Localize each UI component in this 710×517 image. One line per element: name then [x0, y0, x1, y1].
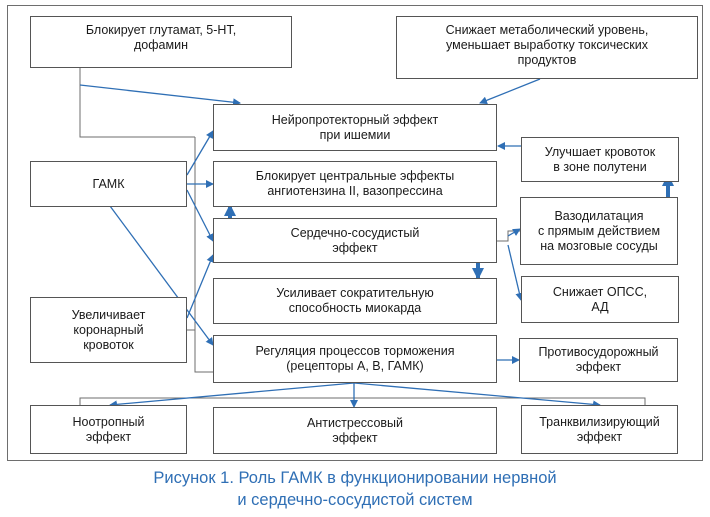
box-inhibition: Регуляция процессов торможения (рецептор…: [213, 335, 497, 383]
arrow-glutamate-neuro: [79, 84, 241, 107]
arrow-cardio-opss: [507, 244, 524, 301]
connector-left-bus: [194, 137, 215, 373]
box-contractility: Усиливает сократительную способность мио…: [213, 278, 497, 324]
caption-line-2: и сердечно-сосудистой систем: [237, 491, 473, 509]
connector-glutamate-bus: [79, 67, 195, 138]
arrow-to-tranquilizing: [353, 382, 601, 409]
arrow-cardio-vasodilation: [507, 228, 521, 237]
caption-line-1: Рисунок 1. Роль ГАМК в функционировании …: [153, 469, 557, 487]
box-opss: Снижает ОПСС, АД: [521, 276, 679, 323]
arrow-coronary-cardio: [186, 254, 215, 319]
arrow-gaba-inhibition: [109, 205, 214, 346]
arrow-to-nootropic: [109, 382, 355, 409]
box-coronary: Увеличивает коронарный кровоток: [30, 297, 187, 363]
box-cardiovascular: Сердечно-сосудистый эффект: [213, 218, 497, 263]
box-gaba: ГАМК: [30, 161, 187, 207]
box-angiotensin: Блокирует центральные эффекты ангиотензи…: [213, 161, 497, 207]
box-antistress: Антистрессовый эффект: [213, 407, 497, 454]
arrow-gaba-cardio: [186, 189, 214, 242]
box-metabolic: Снижает метаболический уровень, уменьшае…: [396, 16, 698, 79]
box-glutamate: Блокирует глутамат, 5-НТ, дофамин: [30, 16, 292, 68]
box-vasodilation: Вазодилатация с прямым действием на мозг…: [520, 197, 678, 265]
box-blood-flow: Улучшает кровоток в зоне полутени: [521, 137, 679, 182]
box-neuroprotective: Нейропротекторный эффект при ишемии: [213, 104, 497, 151]
arrow-gaba-neuro: [186, 130, 214, 176]
diagram-frame: [7, 5, 703, 461]
connector-bottom-bus: [79, 397, 646, 405]
figure-caption: Рисунок 1. Роль ГАМК в функционировании …: [0, 467, 710, 511]
box-tranquilizing: Транквилизирующий эффект: [521, 405, 678, 454]
box-anticonvulsant: Противосудорожный эффект: [519, 338, 678, 382]
arrow-metabolic-neuro: [479, 78, 541, 105]
box-nootropic: Ноотропный эффект: [30, 405, 187, 454]
